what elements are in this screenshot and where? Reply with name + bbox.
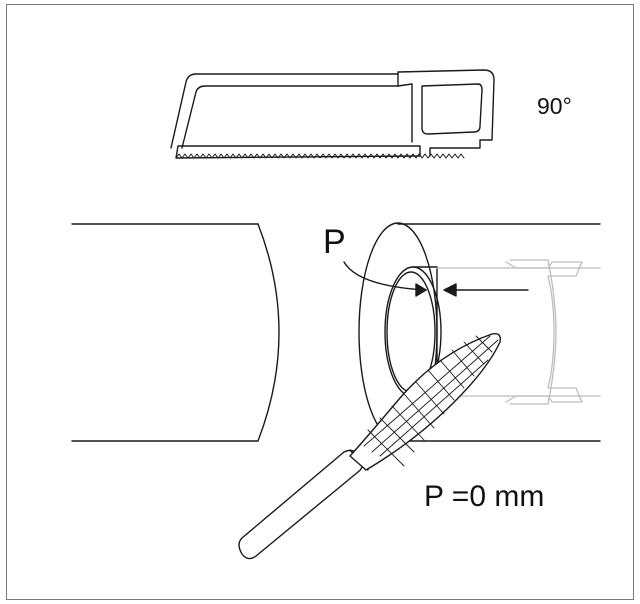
hacksaw-icon — [170, 69, 495, 159]
deburring-file-icon — [238, 332, 502, 560]
formula-label: P =0 mm — [424, 480, 545, 513]
cut-angle-label: 90° — [537, 93, 572, 119]
coupling-fitting-icon — [436, 259, 601, 405]
left-pipe-icon — [71, 223, 280, 442]
arrow-icon — [343, 261, 529, 297]
dimension-marker-label: P — [323, 223, 346, 261]
